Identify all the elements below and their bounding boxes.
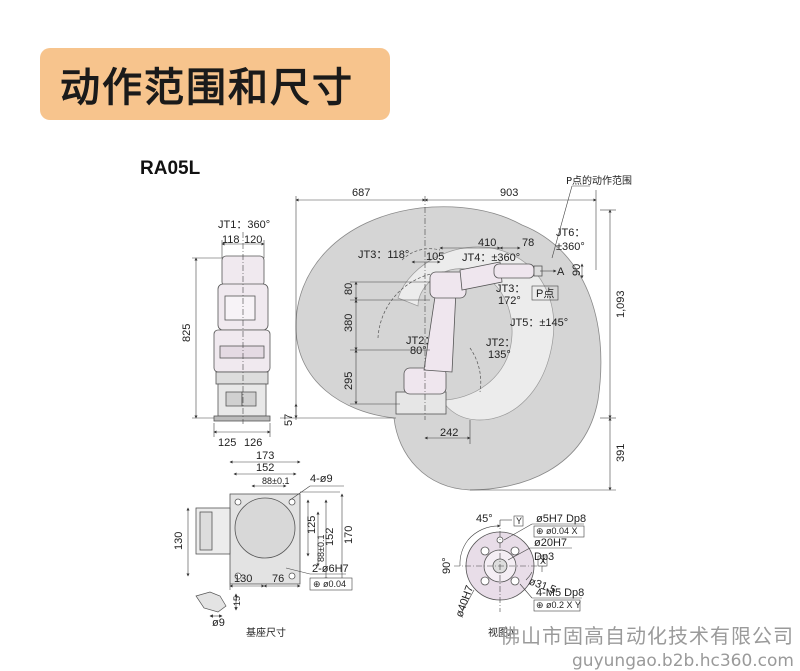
jt3-172-label: JT3： xyxy=(496,283,525,295)
jt5-label: JT5：±145° xyxy=(510,317,568,329)
dim-105: 105 xyxy=(426,251,444,263)
front-dim-118: 118 xyxy=(222,234,240,246)
dim-130: 130 xyxy=(173,532,185,550)
jt4-label: JT4：±360° xyxy=(462,252,520,264)
side-view: 687 903 P点的动作范围 JT6： ±360° JT3：118° 410 … xyxy=(280,174,632,491)
d20h7: ø20H7 xyxy=(534,537,567,549)
d40h7: ø40H7 xyxy=(454,584,477,619)
dim-687: 687 xyxy=(352,187,370,199)
front-dim-126: 126 xyxy=(244,437,262,449)
p-range-label: P点的动作范围 xyxy=(566,174,632,187)
dim-125: 125 xyxy=(306,516,318,534)
dim-57: 57 xyxy=(283,414,295,426)
title-banner: 动作范围和尺寸 xyxy=(40,48,390,120)
flange-caption: 视图A xyxy=(488,626,515,639)
dim-173: 173 xyxy=(256,450,274,462)
base-caption: 基座尺寸 xyxy=(246,626,286,639)
dim-9: ø9 xyxy=(212,617,225,629)
side-robot-arm xyxy=(395,261,543,415)
angle-90: 90° xyxy=(441,557,453,574)
jt2-80-value: 80° xyxy=(410,345,427,357)
slot-detail xyxy=(195,591,238,618)
dim-152: 152 xyxy=(256,462,274,474)
dim-1093: 1,093 xyxy=(615,290,627,318)
jt6-label: JT6： xyxy=(556,227,585,239)
x-datum: X xyxy=(540,556,546,566)
tol1: ⊕ ø0.04 X xyxy=(536,526,578,536)
angle-45: 45° xyxy=(476,513,493,525)
dim-15: 15 xyxy=(232,596,242,606)
dim-391: 391 xyxy=(615,444,627,462)
dim-90: 90 xyxy=(571,264,583,276)
y-datum: Y xyxy=(516,516,522,526)
watermark-company: 佛山市固高自动化技术有限公司 xyxy=(500,624,794,648)
pin-tolerance: ⊕ ø0.04 xyxy=(313,579,346,589)
page-title: 动作范围和尺寸 xyxy=(60,65,354,111)
tol2: ⊕ ø0.2 X Y xyxy=(536,600,581,610)
front-dim-120: 120 xyxy=(244,234,262,246)
dim-88-v: 88±0.1 xyxy=(316,535,326,562)
jt3-172-value: 172° xyxy=(498,295,521,307)
dim-88: 88±0.1 xyxy=(262,476,289,486)
dim-242: 242 xyxy=(440,427,458,439)
dim-78: 78 xyxy=(522,237,534,249)
m5-holes: 4-M5 Dp8 xyxy=(536,587,584,599)
model-name: RA05L xyxy=(140,158,201,179)
dim-152-v: 152 xyxy=(324,528,336,546)
dp3: Dp3 xyxy=(534,551,554,563)
dim-295: 295 xyxy=(343,372,355,390)
dim-903: 903 xyxy=(500,187,518,199)
base-dimension-lines xyxy=(186,460,346,590)
jt2-80-label: JT2： xyxy=(406,335,435,347)
d5h7: ø5H7 Dp8 xyxy=(536,513,586,525)
pin-2-6h7: 2-ø6H7 xyxy=(312,563,349,575)
a-label: A xyxy=(557,266,565,278)
jt1-label: JT1：360° xyxy=(218,219,270,231)
base-plate xyxy=(195,493,301,585)
dim-170: 170 xyxy=(343,526,355,544)
jt2-135-label: JT2： xyxy=(486,337,515,349)
front-view: JT1：360° 118 120 825 125 126 xyxy=(181,219,271,449)
dim-410: 410 xyxy=(478,237,496,249)
dim-76: 76 xyxy=(272,573,284,585)
dim-80: 80 xyxy=(343,283,355,295)
jt3-118: JT3：118° xyxy=(358,249,409,261)
watermark-url: guyungao.b2b.hc360.com xyxy=(572,651,794,671)
jt2-135-value: 135° xyxy=(488,349,511,361)
front-height-825: 825 xyxy=(181,324,193,342)
dim-130-bottom: 130 xyxy=(234,573,252,585)
holes-4-9: 4-ø9 xyxy=(310,473,333,485)
base-view: 173 152 88±0.1 4-ø9 130 125 152 170 88±0… xyxy=(173,450,355,639)
jt6-value: ±360° xyxy=(556,241,585,253)
p-point-label: P点 xyxy=(536,287,554,300)
watermark: 佛山市固高自动化技术有限公司 guyungao.b2b.hc360.com xyxy=(500,620,794,671)
dim-380: 380 xyxy=(343,314,355,332)
front-dim-125: 125 xyxy=(218,437,236,449)
front-robot-body xyxy=(213,255,271,422)
